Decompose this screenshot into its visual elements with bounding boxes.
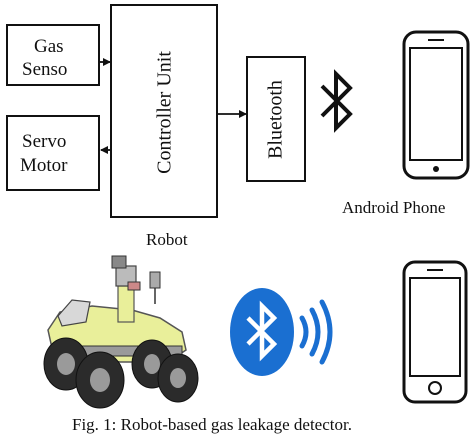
gas-sensor-label-2: Senso xyxy=(22,59,68,80)
servo-motor-box: Servo Motor xyxy=(6,115,100,191)
bluetooth-module-box: Bluetooth xyxy=(246,56,306,182)
android-phone-icon xyxy=(402,30,470,180)
figure-caption: Fig. 1: Robot-based gas leakage detector… xyxy=(72,415,352,434)
signal-waves-icon xyxy=(299,299,333,365)
smartphone-icon xyxy=(402,260,468,404)
robot-label: Robot xyxy=(146,230,188,249)
android-phone-label: Android Phone xyxy=(342,198,446,217)
bluetooth-icon xyxy=(320,69,353,133)
bluetooth-badge-icon xyxy=(230,288,294,376)
gas-sensor-label-1: Gas xyxy=(34,36,64,57)
gas-sensor-box: Gas Senso xyxy=(6,24,100,86)
robot-illustration xyxy=(43,255,199,409)
controller-unit-box: Controller Unit xyxy=(110,4,218,218)
servo-label-2: Motor xyxy=(20,155,68,176)
servo-label-1: Servo xyxy=(22,131,67,152)
